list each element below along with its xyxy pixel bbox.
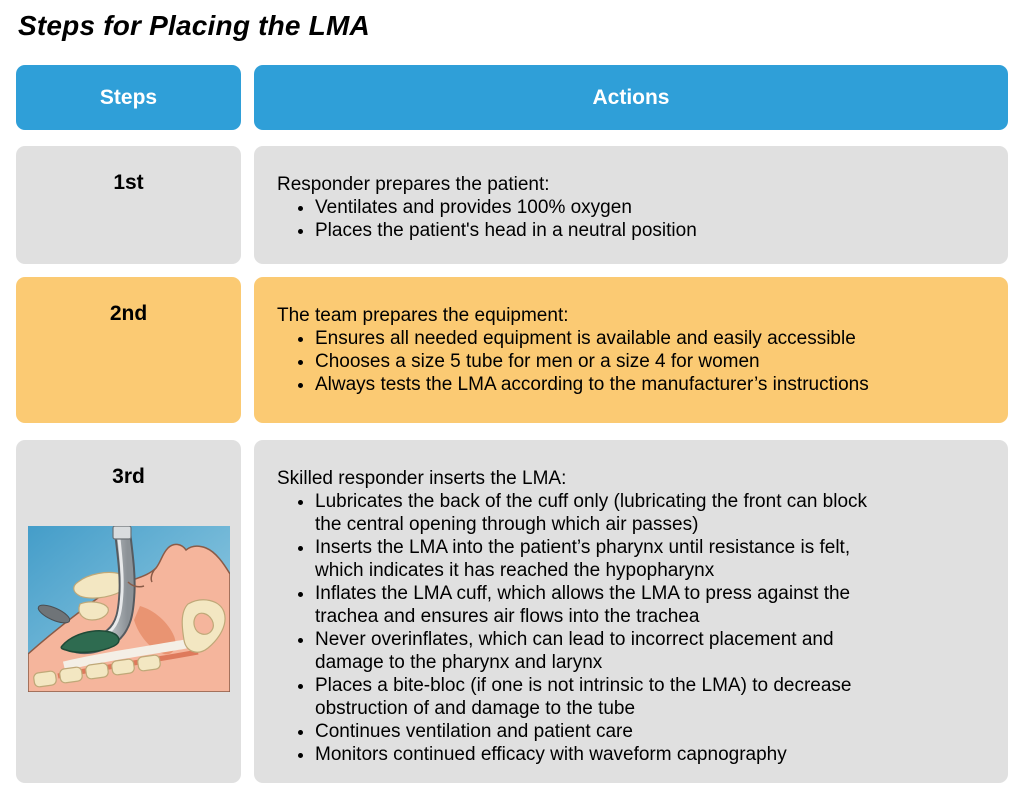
lma-insertion-illustration (28, 526, 230, 692)
tube-connector (112, 526, 132, 540)
action-bullet: Ventilates and provides 100% oxygen (315, 196, 996, 219)
action-bullet-list: Ventilates and provides 100% oxygenPlace… (277, 196, 996, 242)
step-label: 1st (113, 171, 144, 194)
action-intro: Skilled responder inserts the LMA: (277, 468, 567, 489)
vertebrae-bones (33, 654, 161, 688)
column-header-actions: Actions (254, 65, 1008, 130)
action-bullet: Never overinflates, which can lead to in… (315, 628, 996, 674)
action-bullet: Places the patient's head in a neutral p… (315, 219, 996, 242)
step-cell-2nd: 2nd (16, 277, 241, 423)
skull-bone (181, 599, 226, 653)
column-header-actions-label: Actions (592, 85, 670, 109)
action-bullet: Always tests the LMA according to the ma… (315, 373, 996, 396)
step-label: 3rd (112, 465, 145, 488)
step-cell-1st: 1st (16, 146, 241, 264)
instrument-shape (37, 604, 71, 624)
airway-lining (62, 639, 187, 671)
column-header-steps: Steps (16, 65, 241, 130)
action-bullet: Places a bite-bloc (if one is not intrin… (315, 674, 996, 720)
pharynx-tissue (134, 606, 176, 655)
step-cell-3rd: 3rd (16, 440, 241, 783)
action-intro: The team prepares the equipment: (277, 305, 569, 326)
action-intro: Responder prepares the patient: (277, 174, 550, 195)
page-title: Steps for Placing the LMA (18, 10, 370, 41)
actions-cell-1st: Responder prepares the patient: Ventilat… (254, 146, 1008, 264)
action-bullet: Ensures all needed equipment is availabl… (315, 327, 996, 350)
action-bullet-list: Ensures all needed equipment is availabl… (277, 327, 996, 396)
action-bullet: Chooses a size 5 tube for men or a size … (315, 350, 996, 373)
lma-tube-highlight (107, 526, 124, 634)
actions-cell-2nd: The team prepares the equipment: Ensures… (254, 277, 1008, 423)
action-bullet-list: Lubricates the back of the cuff only (lu… (277, 490, 996, 766)
action-bullet: Inflates the LMA cuff, which allows the … (315, 582, 996, 628)
action-bullet: Monitors continued efficacy with wavefor… (315, 743, 996, 766)
mouth-detail-lines (127, 567, 157, 588)
action-bullet: Inserts the LMA into the patient’s phary… (315, 536, 996, 582)
action-bullet: Continues ventilation and patient care (315, 720, 996, 743)
step-label: 2nd (109, 302, 148, 325)
jaw-bone (78, 601, 109, 621)
action-bullet: Lubricates the back of the cuff only (lu… (315, 490, 996, 536)
lma-cuff-mask (60, 630, 120, 654)
actions-cell-3rd: Skilled responder inserts the LMA: Lubri… (254, 440, 1008, 783)
column-header-steps-label: Steps (99, 85, 158, 109)
